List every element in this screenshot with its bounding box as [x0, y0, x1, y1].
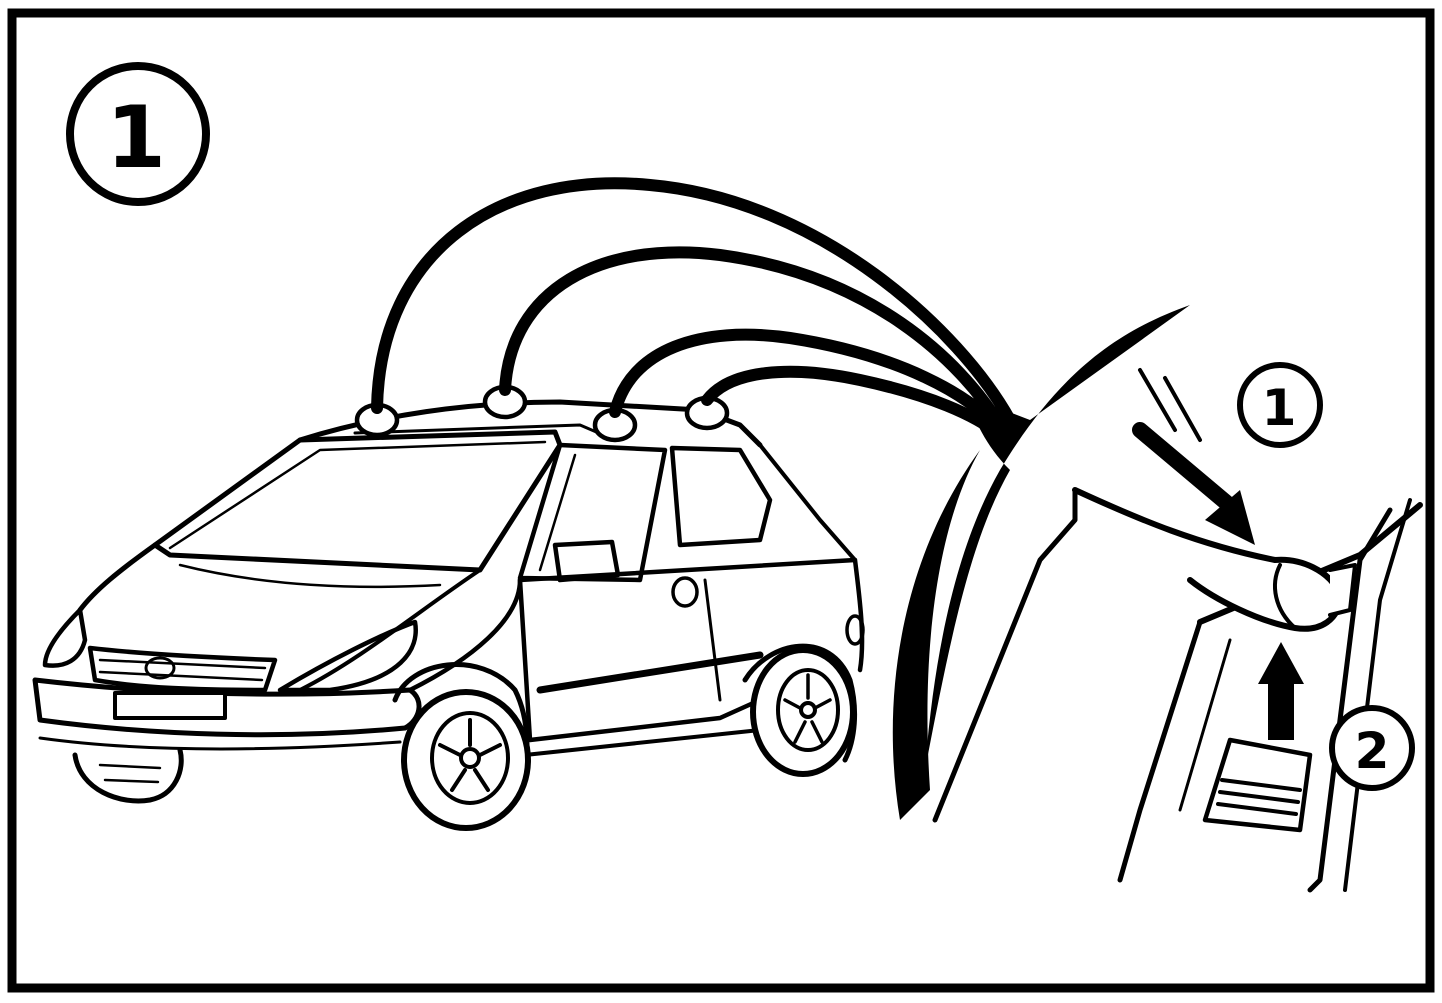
callout-1-label: 1 [1262, 379, 1297, 437]
callout-2: 2 [1332, 708, 1412, 788]
remote-slider [1330, 565, 1355, 615]
slide-arrow-shaft [1268, 680, 1294, 740]
callout-2-label: 2 [1355, 722, 1390, 780]
panel-number: 1 [106, 88, 166, 188]
license-plate [115, 693, 225, 718]
callout-1: 1 [1240, 365, 1320, 445]
panel-number-badge: 1 [70, 66, 206, 202]
